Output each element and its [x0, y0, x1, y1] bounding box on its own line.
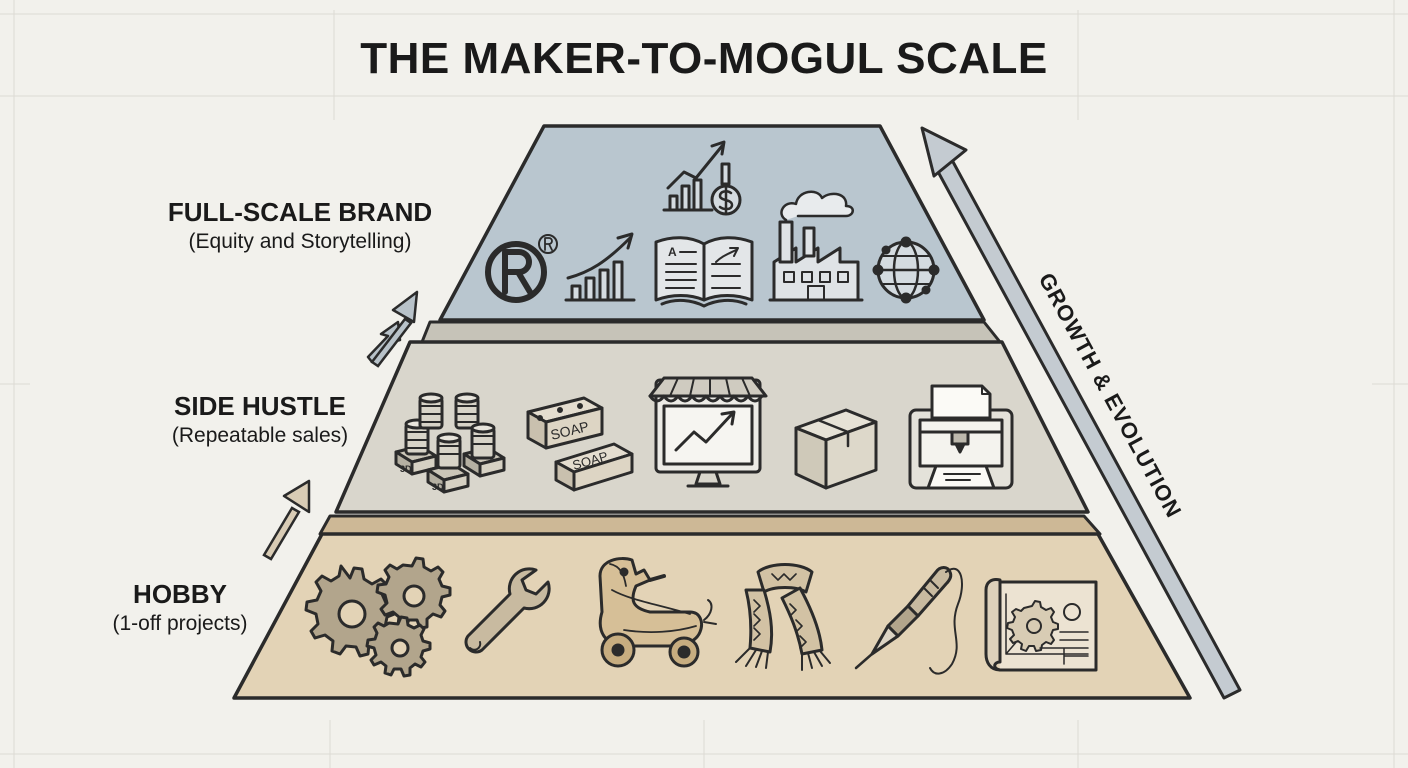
- knitted-scarf-icon: [735, 563, 831, 671]
- soap-bars-icon: SOAP SOAP: [526, 396, 634, 492]
- tier-label-full-scale-brand: FULL-SCALE BRAND (Equity and Storytellin…: [140, 196, 460, 256]
- step-arrow-to-hustle: [262, 479, 311, 561]
- tier-subtitle: (Repeatable sales): [171, 424, 349, 447]
- tier-subtitle: (1-off projects): [112, 612, 248, 635]
- registered-trademark-icon: [485, 234, 558, 303]
- soldering-iron-icon: [854, 566, 963, 675]
- online-store-icon: [648, 376, 768, 488]
- shipping-box-icon: [794, 408, 878, 490]
- svg-text:A: A: [668, 245, 677, 259]
- tier-label-side-hustle: SIDE HUSTLE (Repeatable sales): [110, 390, 410, 450]
- tier-name: SIDE HUSTLE: [174, 391, 346, 421]
- tier-name: FULL-SCALE BRAND: [167, 197, 433, 227]
- tier-name: HOBBY: [133, 579, 227, 609]
- gears-icon: [304, 556, 452, 678]
- revenue-chart-dollar-icon: [662, 140, 742, 216]
- wrench-icon: [464, 567, 551, 654]
- factory-icon: [768, 190, 864, 302]
- tier-subtitle: (Equity and Storytelling): [188, 230, 412, 253]
- growth-arrow: [920, 126, 1242, 700]
- globe-network-icon: [872, 236, 940, 304]
- coin-stacks-icon: 3D 3D: [394, 392, 506, 494]
- growth-chart-icon: [564, 232, 636, 302]
- step-arrow-to-brand: [366, 290, 419, 368]
- diagram-title: THE MAKER-TO-MOGUL SCALE: [360, 34, 1048, 83]
- coin-tag-label: 3D: [400, 464, 412, 474]
- coin-tag-label: 3D: [432, 482, 444, 492]
- tier-label-hobby: HOBBY (1-off projects): [60, 578, 300, 638]
- wooden-toy-horse-icon: [598, 557, 717, 668]
- blueprint-icon: [984, 578, 1098, 672]
- 3d-printer-icon: [908, 384, 1014, 490]
- storybook-icon: A: [654, 236, 754, 308]
